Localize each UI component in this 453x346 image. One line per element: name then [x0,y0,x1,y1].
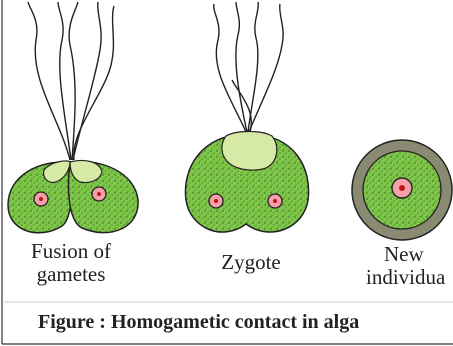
zygote-flagella [214,2,283,132]
right-gamete-nucleolus [97,192,101,196]
zygote-cap [222,132,277,171]
new-individual-label-line1: New [366,243,453,266]
fusion-label-line1: Fusion of [16,240,126,263]
zygote-group [185,2,308,232]
zygote-nucleolus-left [214,199,218,203]
new-individual-label-line2: individua [366,266,453,289]
new-individual-group [352,140,452,240]
fusion-label: Fusion of gametes [16,240,126,286]
fusion-flagella [28,2,114,160]
new-individual-label: New individua [360,243,453,289]
new-individual-nucleolus [399,185,405,191]
left-gamete-nucleolus [39,197,43,201]
fusion-gametes-group [8,2,138,233]
figure-caption: Figure : Homogametic contact in alga [38,311,359,334]
fusion-label-line2: gametes [16,263,126,286]
zygote-nucleolus-right [273,199,277,203]
zygote-label: Zygote [196,251,306,274]
